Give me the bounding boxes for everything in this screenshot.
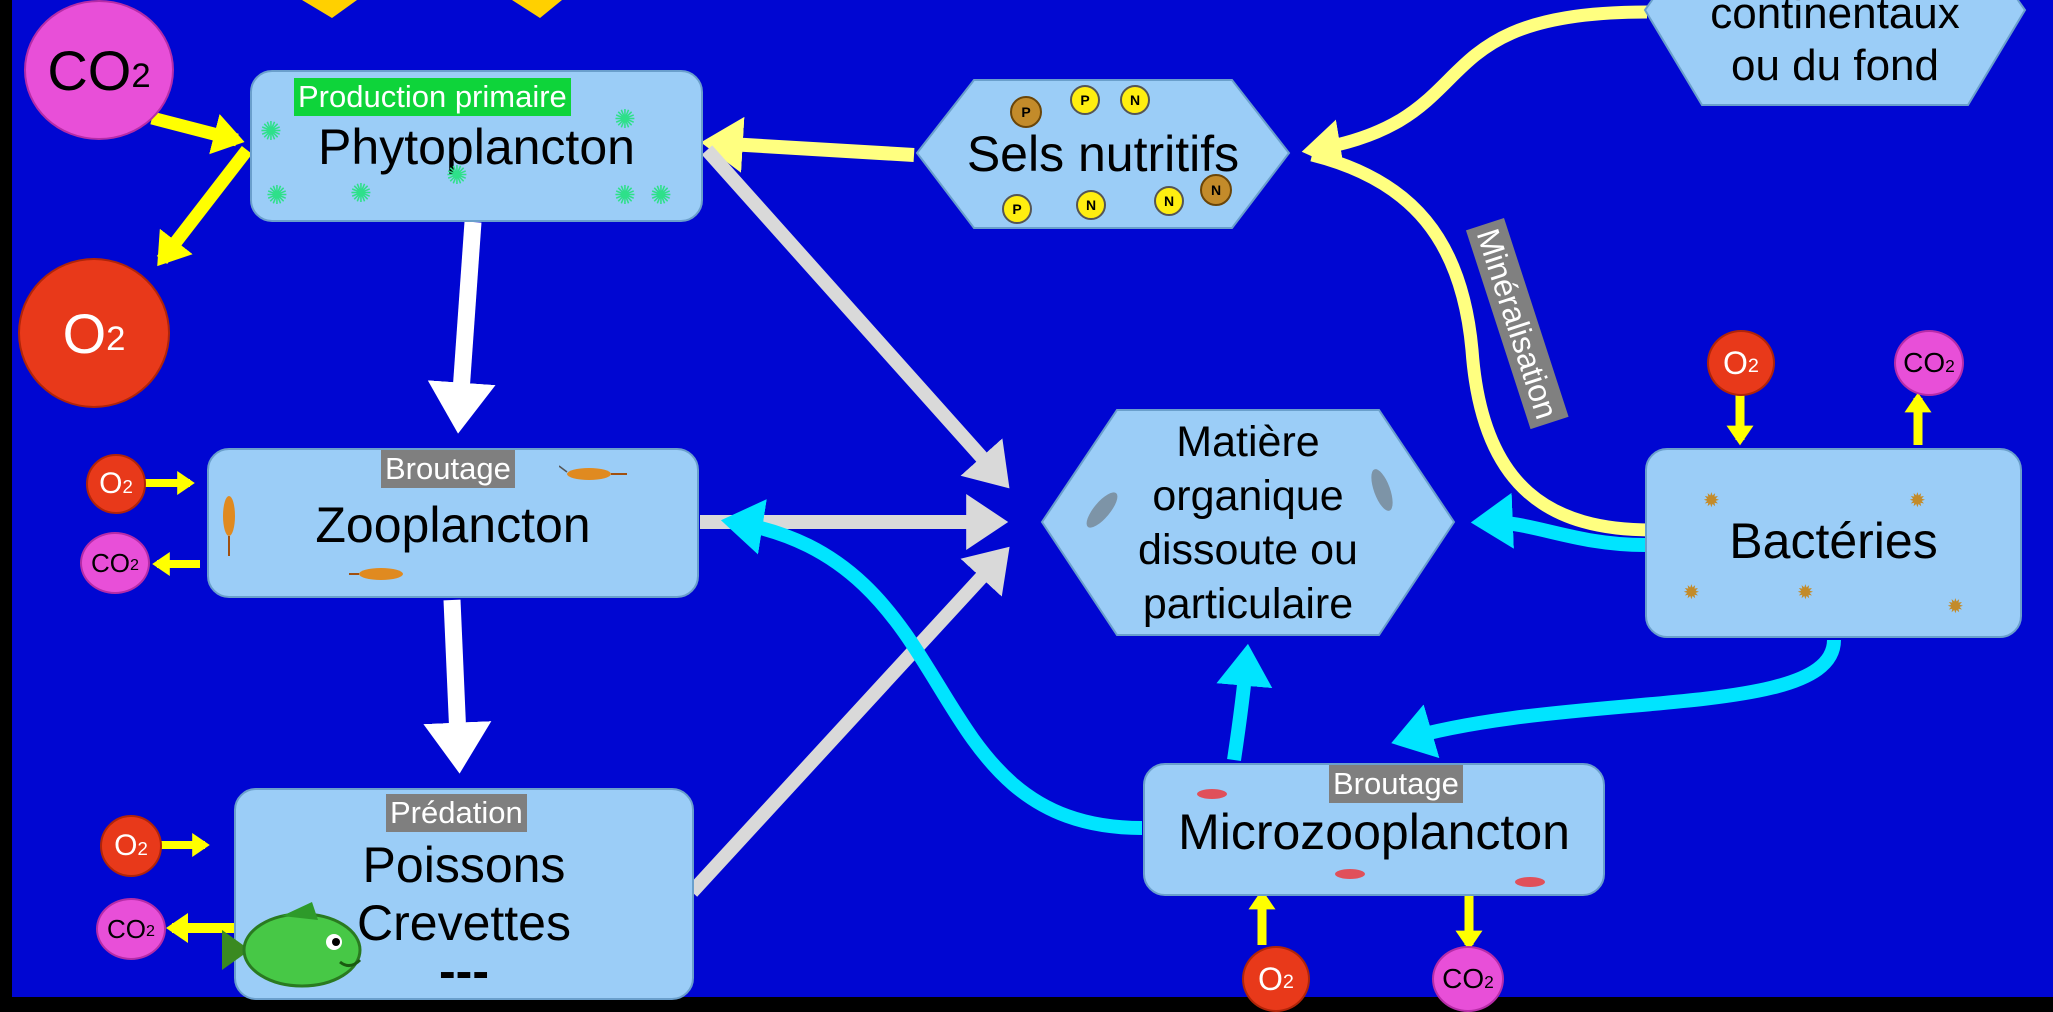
algae-cell-icon: ✺ xyxy=(650,180,672,210)
hex-matiere-organique xyxy=(1040,409,1456,636)
arrow-phyto-to-matiere xyxy=(701,145,1010,489)
algae-cell-icon: ✺ xyxy=(446,160,468,190)
bacterium-icon: ✹ xyxy=(1947,596,1964,618)
arrow-phyto-to-o2 xyxy=(156,146,253,267)
nitrate-ion-icon: N xyxy=(1076,190,1106,220)
arrow-microzoo-to-zoo xyxy=(720,499,1143,835)
matiere-line2: organique xyxy=(1152,472,1344,520)
matiere-line1: Matière xyxy=(1176,418,1320,466)
node-microzooplancton: Broutage Microzooplancton xyxy=(1143,763,1605,896)
fish-icon xyxy=(222,902,362,988)
apports-line2: ou du fond xyxy=(1731,41,1939,90)
node-matiere-organique: Matière organique dissoute ou particulai… xyxy=(1117,415,1379,631)
nitrate-ion-icon: N xyxy=(1120,85,1150,115)
microzooplancton-label: Microzooplancton xyxy=(1178,804,1570,860)
arrow-zoo-to-poissons xyxy=(423,599,492,774)
tag-production-primaire: Production primaire xyxy=(294,78,571,116)
node-poissons-crevettes: Prédation Poissons Crevettes --- xyxy=(222,788,694,1000)
arrow-apports-to-sels xyxy=(1301,5,1648,171)
phosphate-ion-icon: P xyxy=(1010,96,1042,128)
nitrate-ion-icon: N xyxy=(1200,174,1232,206)
sels-nutritifs-label: Sels nutritifs xyxy=(966,126,1240,182)
ciliate-icon xyxy=(1197,789,1227,799)
phosphate-ion-icon: P xyxy=(1002,194,1032,224)
copepod-icon xyxy=(223,496,235,556)
node-bacteries: Bactéries ✹ ✹ ✹ ✹ ✹ xyxy=(1645,448,2022,638)
arrow-sels-to-phyto xyxy=(700,116,915,173)
arrow-bacteries-to-microzoo xyxy=(1391,639,1841,759)
node-phytoplancton: Production primaire Phytoplancton ✺ ✺ ✺ … xyxy=(250,70,703,222)
apports-line1: continentaux xyxy=(1710,0,1960,38)
bacterium-icon: ✹ xyxy=(1703,490,1720,512)
arrow-co2-to-phyto xyxy=(150,111,245,155)
bacteries-label: Bactéries xyxy=(1729,513,1938,569)
arrow-bacteries-to-sels xyxy=(1310,148,1653,537)
matiere-line3: dissoute ou xyxy=(1138,526,1358,574)
copepod-icon xyxy=(349,568,403,580)
copepod-icon xyxy=(559,465,627,480)
copepod-icon xyxy=(1371,469,1393,511)
arrow-microzoo-to-matiere xyxy=(1216,643,1273,762)
ciliate-icon xyxy=(1335,869,1365,879)
algae-cell-icon: ✺ xyxy=(350,178,372,208)
algae-cell-icon: ✺ xyxy=(266,180,288,210)
bacterium-icon: ✹ xyxy=(1909,490,1926,512)
hex-apports xyxy=(1643,0,2027,106)
nitrate-ion-icon: N xyxy=(1154,186,1184,216)
phytoplancton-label: Phytoplancton xyxy=(318,119,635,175)
bacterium-icon: ✹ xyxy=(1797,582,1814,604)
arrow-phyto-to-zoo xyxy=(427,221,496,434)
copepod-icon xyxy=(1086,492,1118,528)
algae-cell-icon: ✺ xyxy=(260,116,282,146)
phosphate-ion-icon: P xyxy=(1070,85,1100,115)
ciliate-icon xyxy=(1515,877,1545,887)
tag-broutage: Broutage xyxy=(381,450,515,488)
arrow-poissons-to-matiere xyxy=(686,546,1010,897)
algae-cell-icon: ✺ xyxy=(614,180,636,210)
zooplancton-label: Zooplancton xyxy=(315,497,591,553)
poissons-label: Poissons xyxy=(362,837,566,893)
flow-arrows xyxy=(142,0,2027,951)
algae-cell-icon: ✺ xyxy=(614,104,636,134)
crevettes-label: Crevettes xyxy=(357,895,571,951)
tag-predation: Prédation xyxy=(386,794,527,832)
sun-ray-icon xyxy=(302,0,357,18)
node-zooplancton: Broutage Zooplancton xyxy=(207,448,699,598)
ellipsis-label: --- xyxy=(439,943,489,999)
tag-broutage-micro: Broutage xyxy=(1329,765,1463,803)
sun-ray-icon xyxy=(512,0,562,18)
matiere-line4: particulaire xyxy=(1142,580,1354,628)
arrow-bacteries-to-matiere xyxy=(1470,492,1646,552)
bacterium-icon: ✹ xyxy=(1683,582,1700,604)
